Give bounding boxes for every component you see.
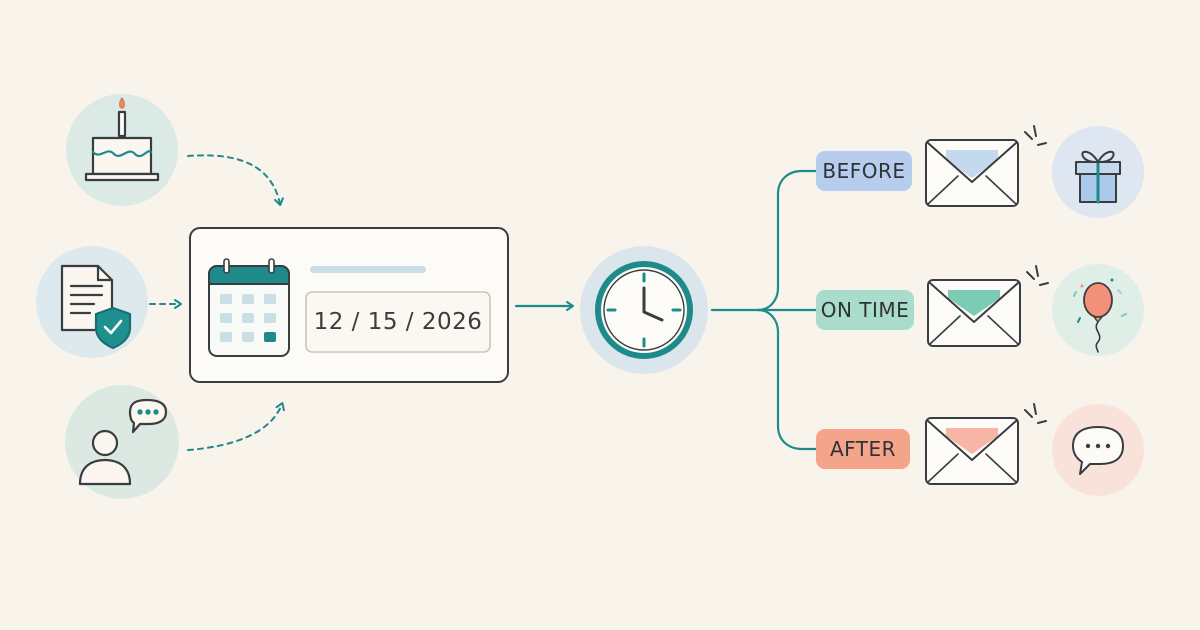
branch-connectors [710,169,818,451]
envelope-on-time [927,265,1049,347]
after-pill: AFTER [816,429,910,469]
envelope-before [925,125,1047,207]
after-label: AFTER [829,437,897,461]
user-chat-icon [78,398,168,486]
confetti-icon [1073,278,1127,323]
cake-connector-arrow [187,154,284,206]
envelope-after [925,403,1047,485]
chat-outcome [1052,404,1144,496]
on-time-label: ON TIME [820,298,910,322]
verified-document-icon [60,264,132,350]
sparkle-icon [1024,403,1047,424]
user-connector-arrow [187,402,285,451]
clock-node [580,246,708,374]
birthday-cake-source [66,94,178,206]
before-label: BEFORE [822,159,906,183]
gift-outcome [1052,126,1144,218]
user-chat-source [65,385,179,499]
envelope-icon [927,279,1021,347]
chat-bubble-icon [1072,426,1124,475]
sparkle-icon [1024,125,1047,146]
balloon-icon [1073,278,1127,353]
sparkle-icon [1026,265,1049,286]
envelope-icon [925,139,1019,207]
verified-document-source [36,246,148,358]
date-input-field-box [305,291,491,353]
card-title-placeholder [310,266,426,273]
date-input-value[interactable]: 12 / 15 / 2026 [313,309,483,335]
before-pill: BEFORE [816,151,912,191]
date-input-card [189,227,509,383]
gift-icon [1075,150,1121,204]
calendar-icon [208,258,290,357]
source-connectors [149,154,285,451]
birthday-cake-icon [84,97,160,182]
balloon-outcome [1052,264,1144,356]
clock-icon [595,261,693,359]
envelope-icon [925,417,1019,485]
on-time-pill: ON TIME [816,290,914,330]
